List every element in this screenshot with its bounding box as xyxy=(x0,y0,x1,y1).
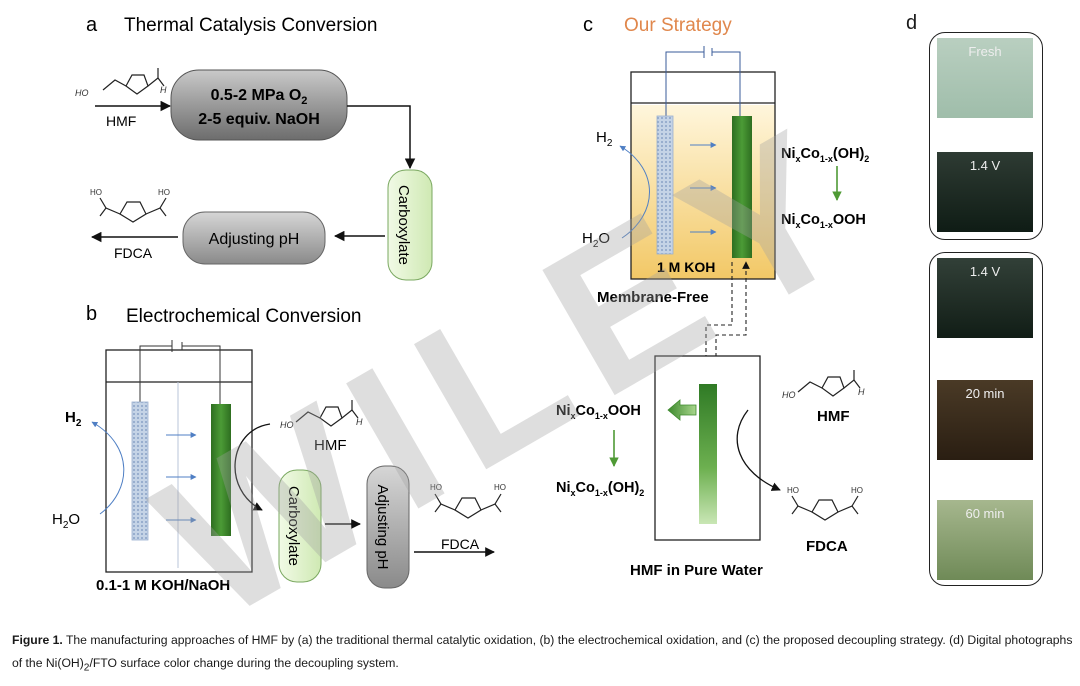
photo-20-min: 20 min xyxy=(937,380,1033,460)
nico-hydroxide-top: NixCo1-x(OH)2 xyxy=(781,146,869,164)
anode-transferred xyxy=(699,384,717,524)
membrane-free-label: Membrane-Free xyxy=(597,289,709,306)
svg-text:HO: HO xyxy=(494,483,506,492)
svg-text:HO: HO xyxy=(90,188,102,197)
photo-1-4v-a: 1.4 V xyxy=(937,152,1033,232)
nico-hydroxide-bottom: NixCo1-x(OH)2 xyxy=(556,480,644,498)
fdca-molecule-c xyxy=(791,495,859,521)
photo-60-min: 60 min xyxy=(937,500,1033,580)
electrolyte-label-b: 0.1-1 M KOH/NaOH xyxy=(96,577,230,594)
adjust-ph-box-b xyxy=(366,465,410,589)
carboxylate-label-a: Carboxylate xyxy=(395,185,412,265)
hmf-molecule-b xyxy=(295,400,359,427)
anode-c xyxy=(732,116,752,258)
fdca-label-a: FDCA xyxy=(114,245,153,261)
fdca-label-b: FDCA xyxy=(441,536,480,552)
h2-label-c: H2 xyxy=(596,129,613,149)
hmf-label-c: HMF xyxy=(817,408,850,425)
fdca-molecule-a xyxy=(99,197,167,223)
panel-a-title: Thermal Catalysis Conversion xyxy=(124,15,377,36)
fdca-molecule-b xyxy=(434,493,502,519)
condition-base: 2-5 equiv. NaOH xyxy=(198,111,320,128)
figure-caption: Figure 1. The manufacturing approaches o… xyxy=(12,629,1074,679)
hmf-water-label: HMF in Pure Water xyxy=(630,562,763,579)
hmf-molecule-a xyxy=(102,68,165,95)
svg-text:HO: HO xyxy=(75,88,89,98)
conditions-box xyxy=(170,69,348,141)
cathode-c xyxy=(656,115,674,255)
panel-b-title: Electrochemical Conversion xyxy=(126,306,362,327)
photo-fresh: Fresh xyxy=(937,38,1033,118)
svg-text:HO: HO xyxy=(851,486,863,495)
svg-text:HO: HO xyxy=(280,420,294,430)
caption-tail: /FTO surface color change during the dec… xyxy=(89,656,399,670)
condition-pressure: 0.5-2 MPa O2 xyxy=(211,87,308,107)
hmf-label-a: HMF xyxy=(106,113,136,129)
cathode-b xyxy=(131,401,149,541)
nico-oxyhydroxide-top: NixCo1-xOOH xyxy=(781,212,866,230)
carboxylate-box-b xyxy=(278,469,322,583)
h2o-label-b: H2O xyxy=(52,511,80,531)
panel-c-letter: c xyxy=(583,14,593,36)
carboxylate-label-b: Carboxylate xyxy=(285,486,302,566)
caption-subscript: 2 xyxy=(83,662,90,674)
panel-a-letter: a xyxy=(86,14,98,36)
adjust-ph-label-a: Adjusting pH xyxy=(209,231,300,248)
panel-a: a Thermal Catalysis Conversion HO H HMF … xyxy=(75,14,433,281)
photo-1-4v-b: 1.4 V xyxy=(937,258,1033,338)
svg-text:H: H xyxy=(858,387,865,397)
hmf-label-b: HMF xyxy=(314,437,347,454)
svg-text:HO: HO xyxy=(782,390,796,400)
svg-text:H: H xyxy=(160,85,167,95)
hmf-molecule-c xyxy=(797,370,861,397)
carboxylate-box-a xyxy=(387,169,433,281)
caption-label: Figure 1. xyxy=(12,633,63,647)
membrane-free-cell xyxy=(630,71,776,280)
anode-b xyxy=(211,404,231,536)
adjust-ph-box-a xyxy=(182,211,326,265)
adjust-ph-label-b: Adjusting pH xyxy=(374,484,391,569)
electrolyte-fill-c xyxy=(631,105,775,279)
panel-c: c Our Strategy H2 H2O 1 M KOH Membrane-F… xyxy=(556,14,869,579)
h2-label-b: H2 xyxy=(65,409,82,429)
fdca-label-c: FDCA xyxy=(806,538,848,555)
svg-text:HO: HO xyxy=(787,486,799,495)
electrolyte-label-c: 1 M KOH xyxy=(657,259,715,275)
svg-text:HO: HO xyxy=(158,188,170,197)
svg-text:HO: HO xyxy=(430,483,442,492)
panel-d-letter: d xyxy=(906,12,918,34)
caption-text: The manufacturing approaches of HMF by (… xyxy=(12,633,1073,670)
panel-b: b Electrochemical Conversion H2 H2O HO xyxy=(52,303,506,594)
panel-b-letter: b xyxy=(86,303,97,325)
nico-oxyhydroxide-bottom: NixCo1-xOOH xyxy=(556,403,641,421)
panel-c-title: Our Strategy xyxy=(624,15,732,36)
transfer-block-arrow xyxy=(667,399,697,421)
h2o-label-c: H2O xyxy=(582,230,610,250)
svg-text:H: H xyxy=(356,417,363,427)
